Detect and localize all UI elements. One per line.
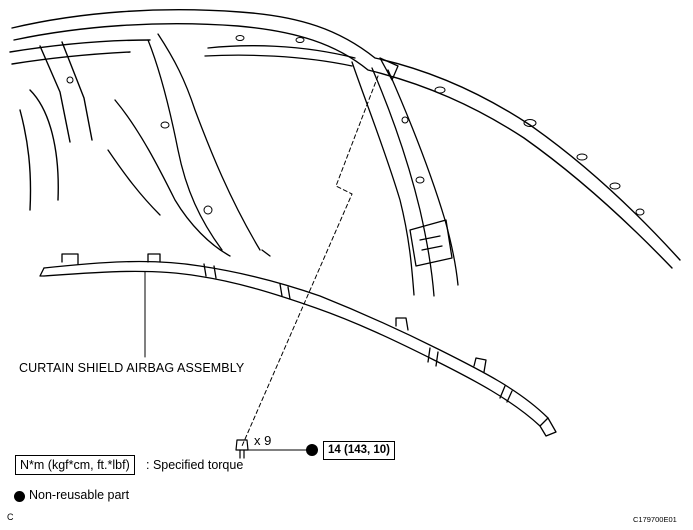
torque-legend-desc: : Specified torque	[146, 458, 244, 472]
figure-id: C179700E01	[633, 515, 677, 524]
install-dashed-line	[241, 75, 379, 447]
bolt-icon	[235, 439, 249, 459]
nonreusable-bolt-dot-icon	[306, 444, 318, 456]
roof-side-rail	[9, 9, 681, 269]
curtain-airbag	[39, 253, 557, 437]
torque-value-box: 14 (143, 10)	[323, 441, 396, 460]
body-holes	[66, 35, 645, 216]
nonreusable-legend-dot-icon	[14, 491, 25, 502]
torque-units-legend: N*m (kgf*cm, ft.*lbf)	[15, 455, 135, 475]
fastener-count-label: x 9	[254, 433, 272, 448]
door-opening-frame	[107, 33, 356, 257]
nonreusable-legend-text: Non-reusable part	[29, 488, 130, 502]
corner-mark: C	[7, 512, 14, 522]
part-name-label: CURTAIN SHIELD AIRBAG ASSEMBLY	[19, 361, 245, 375]
c-pillar-frame	[351, 57, 459, 297]
